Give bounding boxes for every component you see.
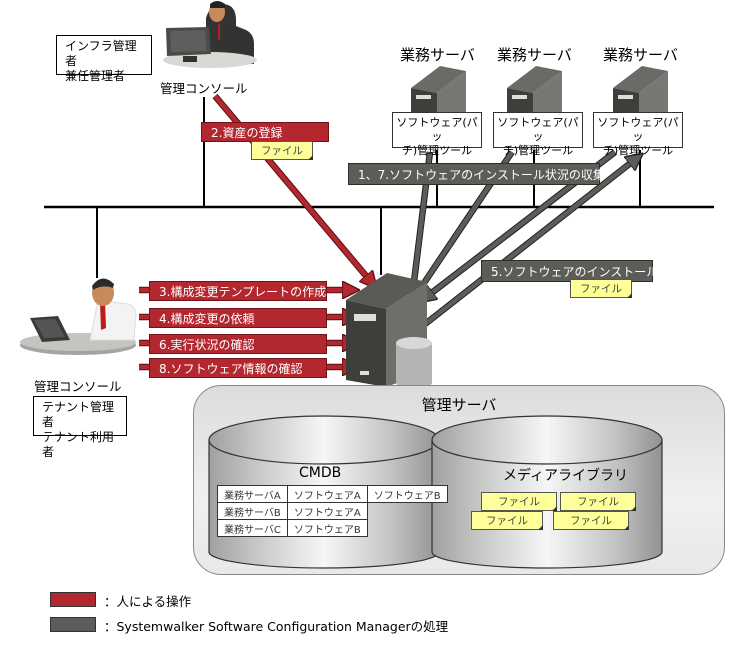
tool-line: チ)管理ツール [602, 144, 674, 157]
cmdb-table: 業務サーバA ソフトウェアA ソフトウェアB 業務サーバB ソフトウェアA 業務… [217, 485, 448, 537]
cmdb-title: CMDB [299, 465, 342, 481]
table-row: 業務サーバA ソフトウェアA ソフトウェアB [217, 485, 448, 503]
step-4-label: 4.構成変更の依頼 [149, 308, 327, 328]
tool-line: チ)管理ツール [502, 144, 574, 157]
table-cell: ソフトウェアB [366, 485, 448, 503]
management-server-title: 管理サーバ [421, 396, 497, 414]
step-1-7-label: 1、7.ソフトウェアのインストール状況の収集 [348, 163, 605, 185]
business-server-label: 業務サーバ [603, 46, 678, 64]
table-cell: ソフトウェアA [286, 485, 368, 503]
bottom-console-label: 管理コンソール [34, 379, 122, 394]
role-line: テナント利用者 [42, 430, 115, 459]
person-at-desktop-icon [163, 1, 257, 68]
step-8-label: 8.ソフトウェア情報の確認 [149, 358, 327, 378]
business-server-label: 業務サーバ [400, 46, 475, 64]
management-server-panel: 管理サーバ [193, 385, 725, 575]
table-cell-empty [367, 520, 447, 537]
legend-swatch-human [50, 592, 96, 607]
table-row: 業務サーバC ソフトウェアB [217, 519, 448, 537]
file-note: ファイル [471, 511, 543, 530]
table-row: 業務サーバB ソフトウェアA [217, 502, 448, 520]
business-server-3-icon [613, 66, 668, 115]
step-2-label: 2.資産の登録 [201, 122, 329, 142]
file-note: ファイル [481, 492, 557, 511]
legend-label-human: ：人による操作 [104, 594, 192, 609]
step-6-label: 6.実行状況の確認 [149, 334, 327, 354]
role-line: テナント管理者 [42, 400, 115, 429]
legend-label-system: ：Systemwalker Software Configuration Man… [104, 619, 449, 634]
top-console-label: 管理コンソール [160, 81, 248, 96]
top-console-role-box: インフラ管理者 兼任管理者 [56, 35, 152, 83]
patch-tool-box: ソフトウェア(パッ チ)管理ツール [593, 112, 683, 157]
tool-line: チ)管理ツール [401, 144, 473, 157]
network-backbone [44, 97, 714, 278]
role-line: 兼任管理者 [65, 69, 126, 83]
table-cell: 業務サーバC [217, 519, 288, 537]
file-note: ファイル [553, 511, 629, 530]
tool-line: ソフトウェア(パッ [396, 116, 478, 143]
person-at-laptop-icon [20, 278, 137, 355]
legend-swatch-system [50, 617, 96, 632]
role-line: インフラ管理者 [65, 39, 137, 68]
business-server-2-icon [507, 66, 562, 115]
tool-line: ソフトウェア(パッ [597, 116, 679, 143]
tool-line: ソフトウェア(パッ [497, 116, 579, 143]
file-note: ファイル [251, 141, 313, 160]
table-cell: ソフトウェアA [286, 502, 368, 520]
database-icon [396, 337, 432, 388]
table-cell-empty [367, 503, 447, 520]
table-cell: 業務サーバA [217, 485, 288, 503]
business-server-label: 業務サーバ [497, 46, 572, 64]
step-5-label: 5.ソフトウェアのインストール [481, 260, 658, 282]
step-3-label: 3.構成変更テンプレートの作成 [149, 281, 327, 301]
file-note: ファイル [570, 279, 632, 298]
table-cell: 業務サーバB [217, 502, 288, 520]
patch-tool-box: ソフトウェア(パッ チ)管理ツール [493, 112, 583, 157]
table-cell: ソフトウェアB [286, 519, 368, 537]
bottom-console-role-box: テナント管理者 テナント利用者 [33, 396, 127, 459]
file-note: ファイル [560, 492, 636, 511]
patch-tool-box: ソフトウェア(パッ チ)管理ツール [392, 112, 482, 157]
business-server-1-icon [411, 66, 466, 115]
media-library-title: メディアライブラリ [503, 468, 629, 484]
